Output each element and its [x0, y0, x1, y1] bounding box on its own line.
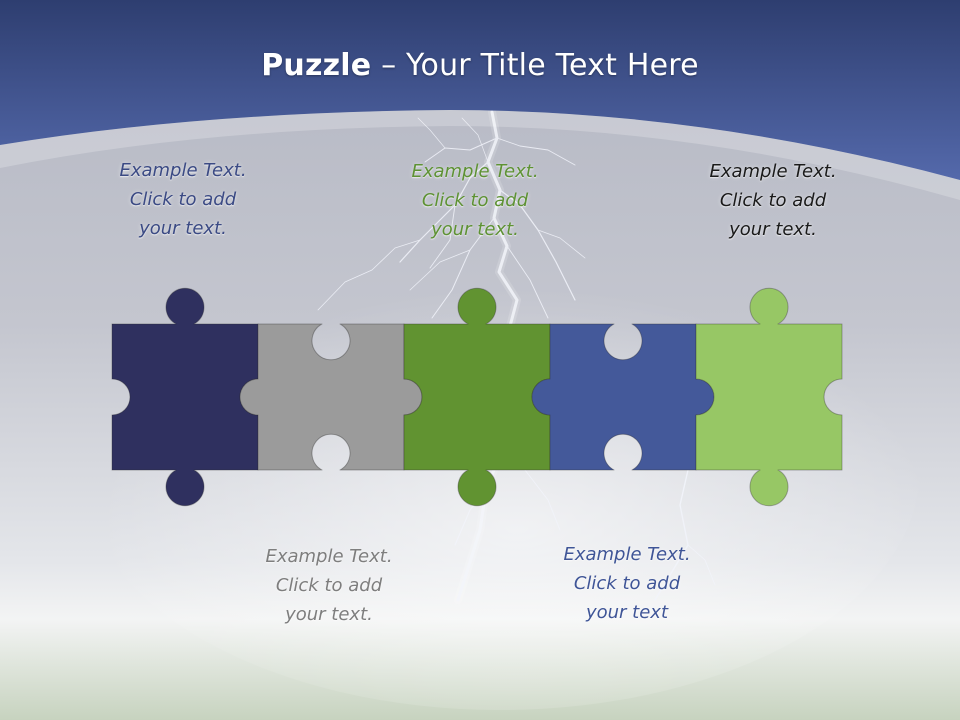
puzzle-piece-3[interactable]: [403, 287, 551, 507]
callout-4-line2: Click to add: [573, 573, 681, 594]
callout-1-line3: your text.: [139, 218, 227, 239]
callout-5-line3: your text.: [729, 219, 817, 240]
callout-4-line3: your text: [585, 602, 669, 623]
callout-2-line2: Click to add: [275, 575, 383, 596]
puzzle-piece-5[interactable]: [695, 287, 843, 507]
slide-title[interactable]: Puzzle – Your Title Text Here: [0, 48, 960, 83]
puzzle-piece-1[interactable]: [111, 287, 259, 507]
callout-2-line1: Example Text.: [265, 546, 393, 567]
title-rest: – Your Title Text Here: [371, 48, 699, 83]
callout-1[interactable]: Example Text. Click to add your text.: [83, 156, 283, 243]
callout-3-line2: Click to add: [421, 190, 529, 211]
title-bold: Puzzle: [261, 48, 372, 83]
header-band: [0, 0, 960, 180]
callout-3[interactable]: Example Text. Click to add your text.: [375, 157, 575, 244]
callout-3-line3: your text.: [431, 219, 519, 240]
callout-4[interactable]: Example Text. Click to add your text: [527, 540, 727, 627]
puzzle-piece-2[interactable]: [239, 323, 423, 471]
callout-1-line1: Example Text.: [119, 160, 247, 181]
callout-3-line1: Example Text.: [411, 161, 539, 182]
puzzle-piece-4[interactable]: [531, 323, 715, 471]
callout-4-line1: Example Text.: [563, 544, 691, 565]
callout-2-line3: your text.: [285, 604, 373, 625]
callout-1-line2: Click to add: [129, 189, 237, 210]
callout-5-line1: Example Text.: [709, 161, 837, 182]
callout-2[interactable]: Example Text. Click to add your text.: [229, 542, 429, 629]
callout-5-line2: Click to add: [719, 190, 827, 211]
header-arc-highlight: [0, 110, 960, 200]
callout-5[interactable]: Example Text. Click to add your text.: [673, 157, 873, 244]
